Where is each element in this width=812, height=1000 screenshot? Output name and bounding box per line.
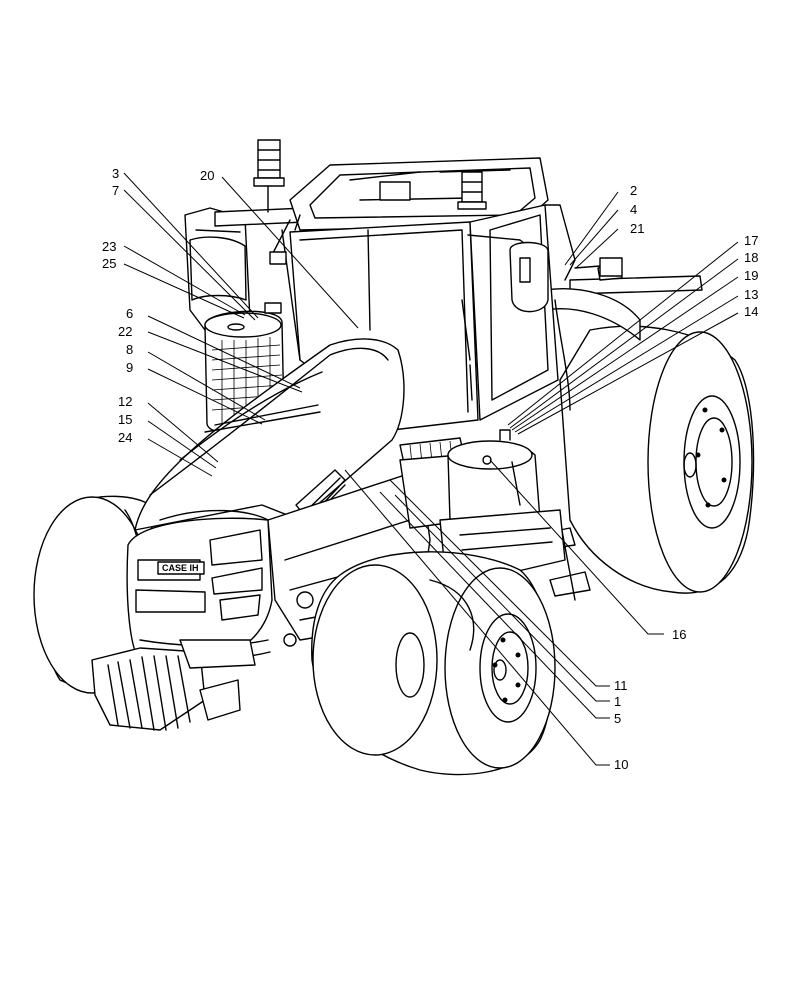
callout-25: 25	[102, 256, 116, 271]
callout-16: 16	[672, 627, 686, 642]
callout-5: 5	[614, 711, 621, 726]
callout-20: 20	[200, 168, 214, 183]
callout-9: 9	[126, 360, 133, 375]
left-mirror	[269, 219, 291, 265]
fuel-tank	[447, 429, 541, 536]
callout-14: 14	[744, 304, 758, 319]
callout-2: 2	[630, 183, 637, 198]
callout-1: 1	[614, 694, 621, 709]
callout-21: 21	[630, 221, 644, 236]
callout-4: 4	[630, 202, 637, 217]
brand-badge	[157, 561, 205, 575]
callout-18: 18	[744, 250, 758, 265]
callout-19: 19	[744, 268, 758, 283]
right-mirror	[467, 234, 549, 313]
callout-labels: 3 7 23 25 6 22 8 9 12 15 24 20 2 4 21 17…	[102, 166, 758, 772]
callout-17: 17	[744, 233, 758, 248]
callout-8: 8	[126, 342, 133, 357]
hood: CASE IH	[126, 338, 405, 666]
beacon-left	[253, 139, 285, 213]
callout-6: 6	[126, 306, 133, 321]
right-front-light	[574, 257, 623, 277]
callout-15: 15	[118, 412, 132, 427]
front-weights	[91, 639, 256, 731]
callout-12: 12	[118, 394, 132, 409]
callout-7: 7	[112, 183, 119, 198]
callout-13: 13	[744, 287, 758, 302]
callout-24: 24	[118, 430, 132, 445]
callout-3: 3	[112, 166, 119, 181]
leader-lines	[123, 172, 739, 766]
rear-right-wheel	[559, 325, 755, 594]
callout-23: 23	[102, 239, 116, 254]
beacon-right	[457, 171, 487, 210]
front-right-wheel	[311, 551, 556, 776]
callout-10: 10	[614, 757, 628, 772]
callout-11: 11	[614, 678, 628, 693]
callout-22: 22	[118, 324, 132, 339]
brand-badge-label: CASE IH	[162, 563, 199, 573]
